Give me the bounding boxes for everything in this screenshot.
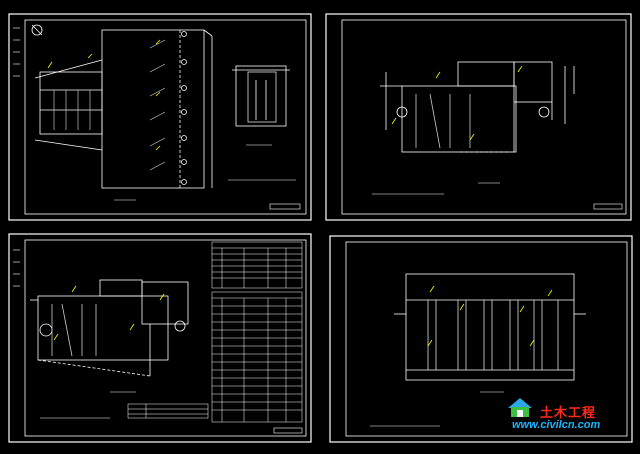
title-block xyxy=(269,203,301,210)
title-block xyxy=(273,427,303,434)
watermark-url-text[interactable]: www.civilcn.com xyxy=(512,419,601,431)
sheet-top-left[interactable] xyxy=(8,13,312,221)
margin-ticks xyxy=(13,27,20,77)
house-icon xyxy=(508,398,532,417)
margin-ticks xyxy=(13,249,20,287)
north-arrow-icon xyxy=(31,24,43,36)
valve-markers xyxy=(181,31,187,185)
legend-table xyxy=(127,403,209,419)
watermark-cn-text: 土木工程 xyxy=(540,406,597,421)
sheet-top-right[interactable] xyxy=(325,13,632,221)
schedule-table xyxy=(211,241,303,423)
title-block xyxy=(593,203,623,210)
sheet-bottom-right[interactable] xyxy=(329,235,633,443)
sheet-bottom-left[interactable] xyxy=(8,233,312,443)
